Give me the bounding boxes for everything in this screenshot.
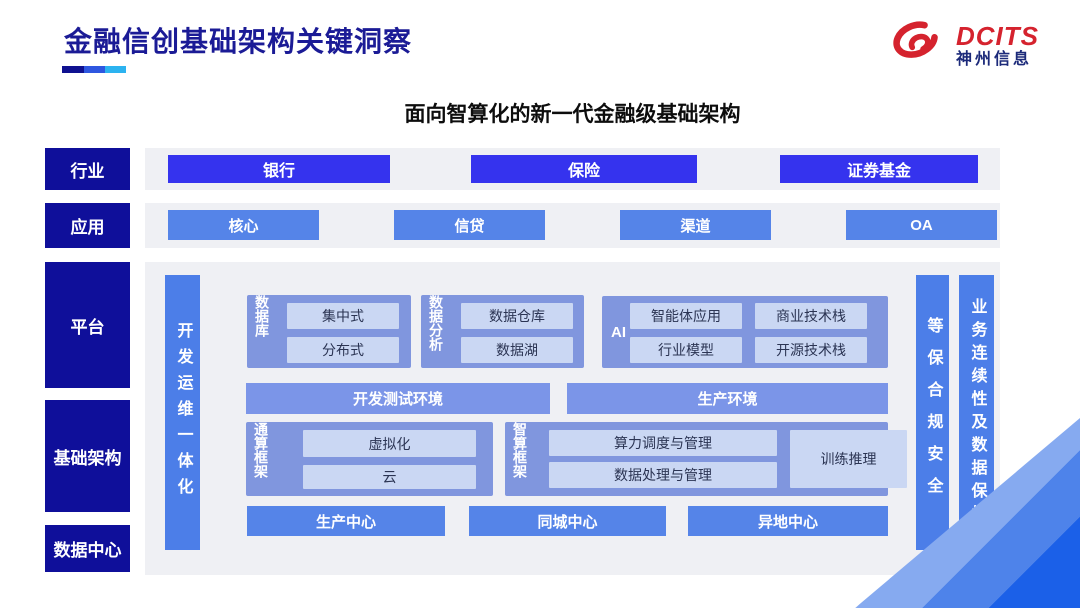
chip-opensource-stack: 开源技术栈	[755, 337, 867, 363]
analytics-section: 数据分析 数据仓库 数据湖	[421, 295, 584, 368]
industry-block-securities: 证券基金	[780, 155, 978, 183]
rail-label-infrastructure: 基础架构	[45, 400, 130, 512]
title-accent-bar	[62, 66, 126, 73]
application-row: 核心 信贷 渠道 OA	[145, 203, 1000, 248]
production-center-block: 生产中心	[247, 506, 445, 536]
chip-data-processing: 数据处理与管理	[549, 462, 777, 488]
security-vertical-bar: 等保合规安全	[916, 275, 949, 550]
ai-section-label: AI	[611, 323, 626, 341]
industry-row: 银行 保险 证券基金	[145, 148, 1000, 190]
app-block-oa: OA	[846, 210, 997, 240]
continuity-vertical-bar: 业务连续性及数据保护	[959, 275, 994, 550]
general-framework-section: 通算框架 虚拟化 云	[246, 422, 493, 496]
ai-framework-section: 智算框架 算力调度与管理 数据处理与管理 训练推理	[505, 422, 907, 496]
logo-brand: DCITS	[956, 20, 1039, 51]
industry-block-insurance: 保险	[471, 155, 697, 183]
remote-center-block: 异地中心	[688, 506, 888, 536]
logo-company: 神州信息	[956, 51, 1033, 69]
industry-block-bank: 银行	[168, 155, 390, 183]
chip-centralized: 集中式	[287, 303, 399, 329]
production-env-block: 生产环境	[567, 383, 888, 414]
chip-distributed: 分布式	[287, 337, 399, 363]
platform-container: 开发运维一体化 等保合规安全 业务连续性及数据保护 数据库 集中式 分布式 数据…	[145, 262, 1000, 575]
rail-label-datacenter: 数据中心	[45, 525, 130, 572]
chip-training-inference: 训练推理	[790, 430, 907, 488]
ai-framework-label: 智算框架	[512, 422, 528, 478]
database-section-label: 数据库	[254, 295, 270, 337]
rail-label-industry: 行业	[45, 148, 130, 190]
chip-commercial-stack: 商业技术栈	[755, 303, 867, 329]
chip-data-lake: 数据湖	[461, 337, 573, 363]
diagram-title: 面向智算化的新一代金融级基础架构	[404, 103, 741, 126]
analytics-section-label: 数据分析	[428, 295, 444, 351]
chip-cloud: 云	[303, 465, 476, 489]
app-block-core: 核心	[168, 210, 319, 240]
chip-industry-models: 行业模型	[630, 337, 742, 363]
chip-data-warehouse: 数据仓库	[461, 303, 573, 329]
chip-virtualization: 虚拟化	[303, 430, 476, 457]
page-title: 金融信创基础架构关键洞察	[64, 26, 413, 57]
app-block-channel: 渠道	[620, 210, 771, 240]
database-section: 数据库 集中式 分布式	[247, 295, 411, 368]
app-block-credit: 信贷	[394, 210, 545, 240]
chip-compute-scheduling: 算力调度与管理	[549, 430, 777, 456]
rail-label-platform: 平台	[45, 262, 130, 388]
chip-agent-apps: 智能体应用	[630, 303, 742, 329]
devops-vertical-bar: 开发运维一体化	[165, 275, 200, 550]
company-logo: DCITS 神州信息	[888, 16, 1053, 76]
rail-label-application: 应用	[45, 203, 130, 248]
ai-section: AI 智能体应用 商业技术栈 行业模型 开源技术栈	[602, 296, 888, 368]
general-framework-label: 通算框架	[253, 422, 269, 478]
same-city-center-block: 同城中心	[469, 506, 666, 536]
dcits-swirl-icon	[888, 18, 948, 75]
dev-test-env-block: 开发测试环境	[246, 383, 550, 414]
